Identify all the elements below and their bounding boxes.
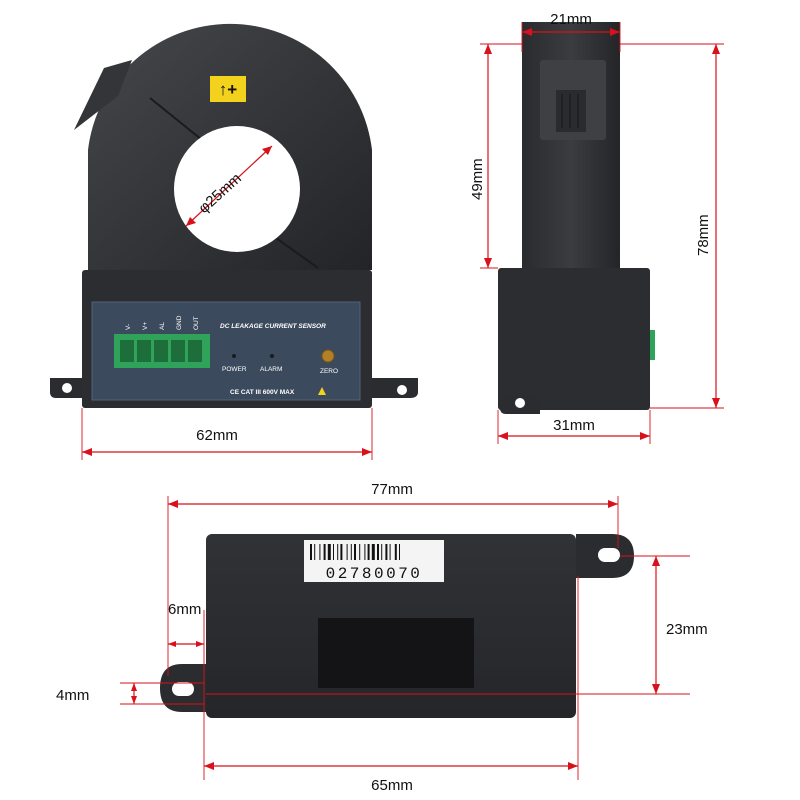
barcode-bar [319,544,321,560]
side-latch-grip [556,90,586,132]
side-bottom-width-label: 31mm [553,417,595,434]
power-label: POWER [222,366,247,373]
side-view: 21mm 49mm 78mm 31mm [469,11,724,444]
barcode-bar [359,544,361,560]
barcode-bar [399,544,400,560]
bottom-window [318,618,474,688]
barcode-bar [346,544,348,560]
side-lower-body [498,268,650,410]
side-tab-hole [515,398,525,408]
bottom-left-ear-slot [172,682,194,696]
alarm-label: ALARM [260,366,282,373]
panel-title: DC LEAKAGE CURRENT SENSOR [220,323,326,330]
bottom-right-ear-slot [598,548,620,562]
zero-button [321,349,335,363]
bottom-hole-offset-label: 6mm [168,601,201,618]
front-view: ↑+ φ25mm V- V+ AL GND OUT DC LEAKAGE CUR… [50,23,418,460]
alarm-led-icon [270,354,274,358]
barcode-bar [367,544,370,560]
serial-number: 02780070 [326,565,423,583]
bottom-hole-dia-label: 4mm [56,687,89,704]
barcode-bar [333,544,334,560]
barcode-bar [377,544,379,560]
terminal-label-1: V- [125,324,132,330]
terminal-label-3: AL [159,322,166,330]
polarity-badge [210,76,246,102]
bottom-hole-spacing-label: 23mm [666,621,708,638]
side-latch-ridges [561,94,579,128]
front-through-hole [174,126,300,252]
barcode-bar [354,544,356,560]
barcode-bar [314,544,316,560]
terminal-label-2: V+ [142,322,149,330]
side-total-height-label: 78mm [695,214,712,256]
zero-label: ZERO [320,368,338,375]
front-width-label: 62mm [196,427,238,444]
power-led-icon [232,354,236,358]
terminal-slots [120,340,202,362]
barcode-bar [371,544,375,560]
barcode-bar [337,544,339,560]
front-right-tab-hole [397,385,407,395]
side-upper-body [522,22,620,268]
barcode-bar [340,544,343,560]
barcode-bar [389,544,391,560]
rating-label: CE CAT III 600V MAX [230,389,295,396]
barcode-bar [394,544,397,560]
barcode-bar [350,544,352,560]
front-left-tab-hole [62,383,72,393]
side-upper-height-label: 49mm [469,158,486,200]
terminal-label-5: OUT [193,316,200,330]
barcode-bar [381,544,383,560]
side-top-width-label: 21mm [550,11,592,28]
barcode-bar [310,544,312,560]
front-latch [74,60,132,130]
barcode-bar [364,544,366,560]
bottom-body-label: 65mm [371,777,413,794]
polarity-badge-text: ↑+ [219,80,238,99]
bottom-view: 02780070 77mm 6mm 4mm 23mm 65mm [56,481,708,794]
barcode-bars [310,544,400,560]
barcode-bar [327,544,331,560]
barcode-bar [323,544,326,560]
side-terminal-edge [650,330,655,360]
barcode-bar [385,544,388,560]
bottom-overall-label: 77mm [371,481,413,498]
terminal-label-4: GND [176,315,183,330]
warning-triangle-icon [318,387,326,395]
